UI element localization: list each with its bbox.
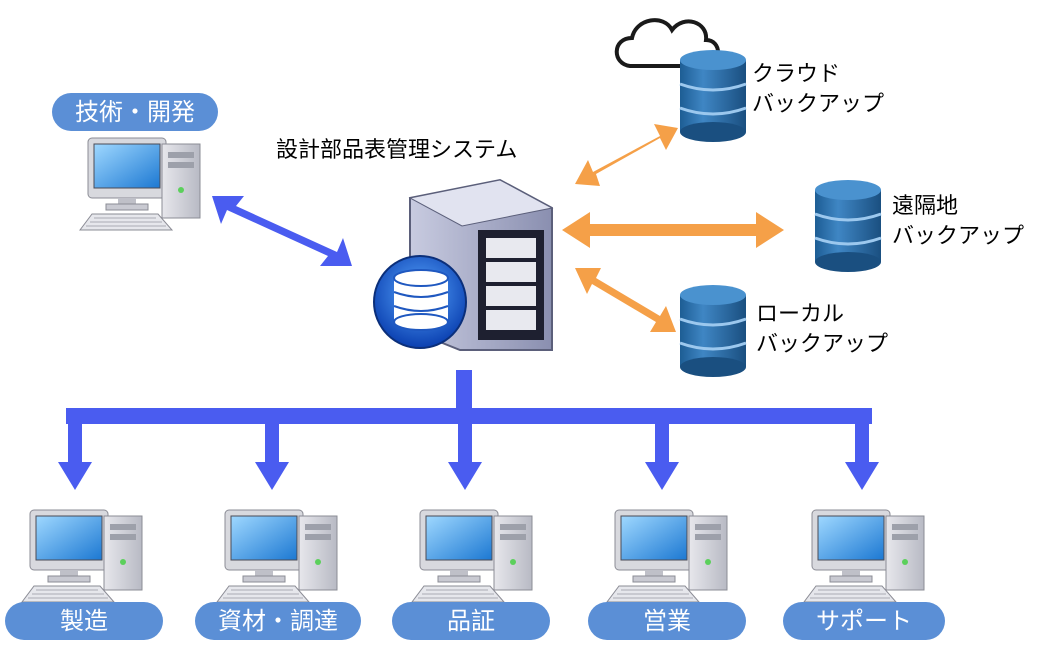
department-badge: サポート	[783, 602, 945, 640]
department-badge: 製造	[5, 602, 163, 640]
backup-label-cloud: クラウド バックアップ	[752, 60, 884, 120]
department-badge: 資材・調達	[195, 602, 361, 640]
backup-label-local: ローカル バックアップ	[756, 300, 888, 360]
database-icon	[813, 178, 883, 274]
backup-label-line: バックアップ	[892, 224, 1025, 249]
database-icon	[678, 48, 748, 144]
backup-label-line: バックアップ	[752, 92, 885, 117]
computer-icon	[411, 509, 533, 603]
system-title: 設計部品表管理システム	[276, 138, 518, 163]
double-arrow	[212, 196, 352, 266]
department-badge-top: 技術・開発	[52, 93, 218, 131]
backup-label-remote: 遠隔地 バックアップ	[892, 192, 1024, 252]
department-badge: 品証	[392, 602, 550, 640]
computer-icon	[79, 137, 201, 231]
backup-label-line: クラウド	[752, 62, 841, 87]
computer-icon	[216, 509, 338, 603]
double-arrow	[562, 124, 784, 332]
computer-icon	[21, 509, 143, 603]
database-icon	[373, 255, 467, 349]
distribution-arrows	[58, 370, 879, 490]
backup-label-line: ローカル	[756, 302, 845, 327]
computer-icon	[803, 509, 925, 603]
backup-label-line: 遠隔地	[892, 194, 959, 219]
backup-label-line: バックアップ	[756, 332, 889, 357]
database-icon	[678, 283, 748, 379]
computer-icon	[606, 509, 728, 603]
department-badge: 営業	[588, 602, 746, 640]
